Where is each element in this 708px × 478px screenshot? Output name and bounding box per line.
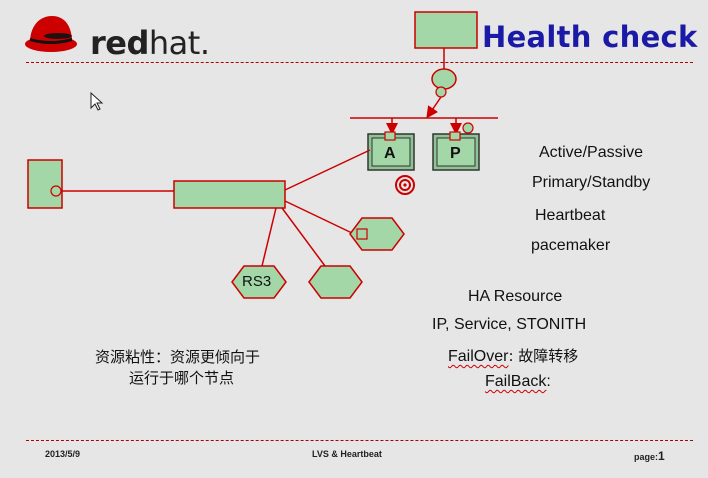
footer-title: LVS & Heartbeat xyxy=(312,449,382,459)
client-box xyxy=(27,159,63,209)
monitor-probe-circle xyxy=(431,68,457,90)
term-ip-service-stonith: IP, Service, STONITH xyxy=(432,316,587,333)
term-primary-standby: Primary/Standby xyxy=(532,174,651,191)
term-pacemaker: pacemaker xyxy=(531,237,611,254)
redhat-logo-icon xyxy=(25,16,77,52)
term-heartbeat: Heartbeat xyxy=(535,207,606,224)
term-active-passive: Active/Passive xyxy=(539,144,644,161)
slide-title: Health check xyxy=(482,20,698,54)
health-monitor-box xyxy=(414,11,478,49)
passive-node-label: P xyxy=(450,145,461,162)
footer-divider xyxy=(26,440,693,441)
footer-page: page:1 xyxy=(634,449,665,463)
term-failback: FailBack: xyxy=(485,373,551,390)
stickiness-note-line1: 资源粘性：资源更倾向于 xyxy=(95,348,261,366)
footer-date: 2013/5/9 xyxy=(45,449,81,459)
active-node-box xyxy=(367,131,415,171)
term-ha-resource: HA Resource xyxy=(468,288,563,305)
target-icon xyxy=(395,175,415,195)
active-node-label: A xyxy=(384,145,396,162)
stickiness-note-line2: 运行于哪个节点 xyxy=(129,369,235,387)
director-bar xyxy=(173,180,286,209)
real-server-rs3-hexagon xyxy=(231,265,287,299)
passive-node-box xyxy=(432,122,480,171)
redhat-logo-text: redhat. xyxy=(90,24,210,62)
rs3-label: RS3 xyxy=(242,273,272,290)
term-failover: FailOver: 故障转移 xyxy=(448,347,579,365)
real-server-hexagon-right xyxy=(349,217,405,251)
monitor-probe-small-circle xyxy=(435,86,447,98)
real-server-hexagon-bottom xyxy=(308,265,363,299)
mouse-cursor-icon xyxy=(90,91,104,111)
header-divider xyxy=(26,62,693,63)
